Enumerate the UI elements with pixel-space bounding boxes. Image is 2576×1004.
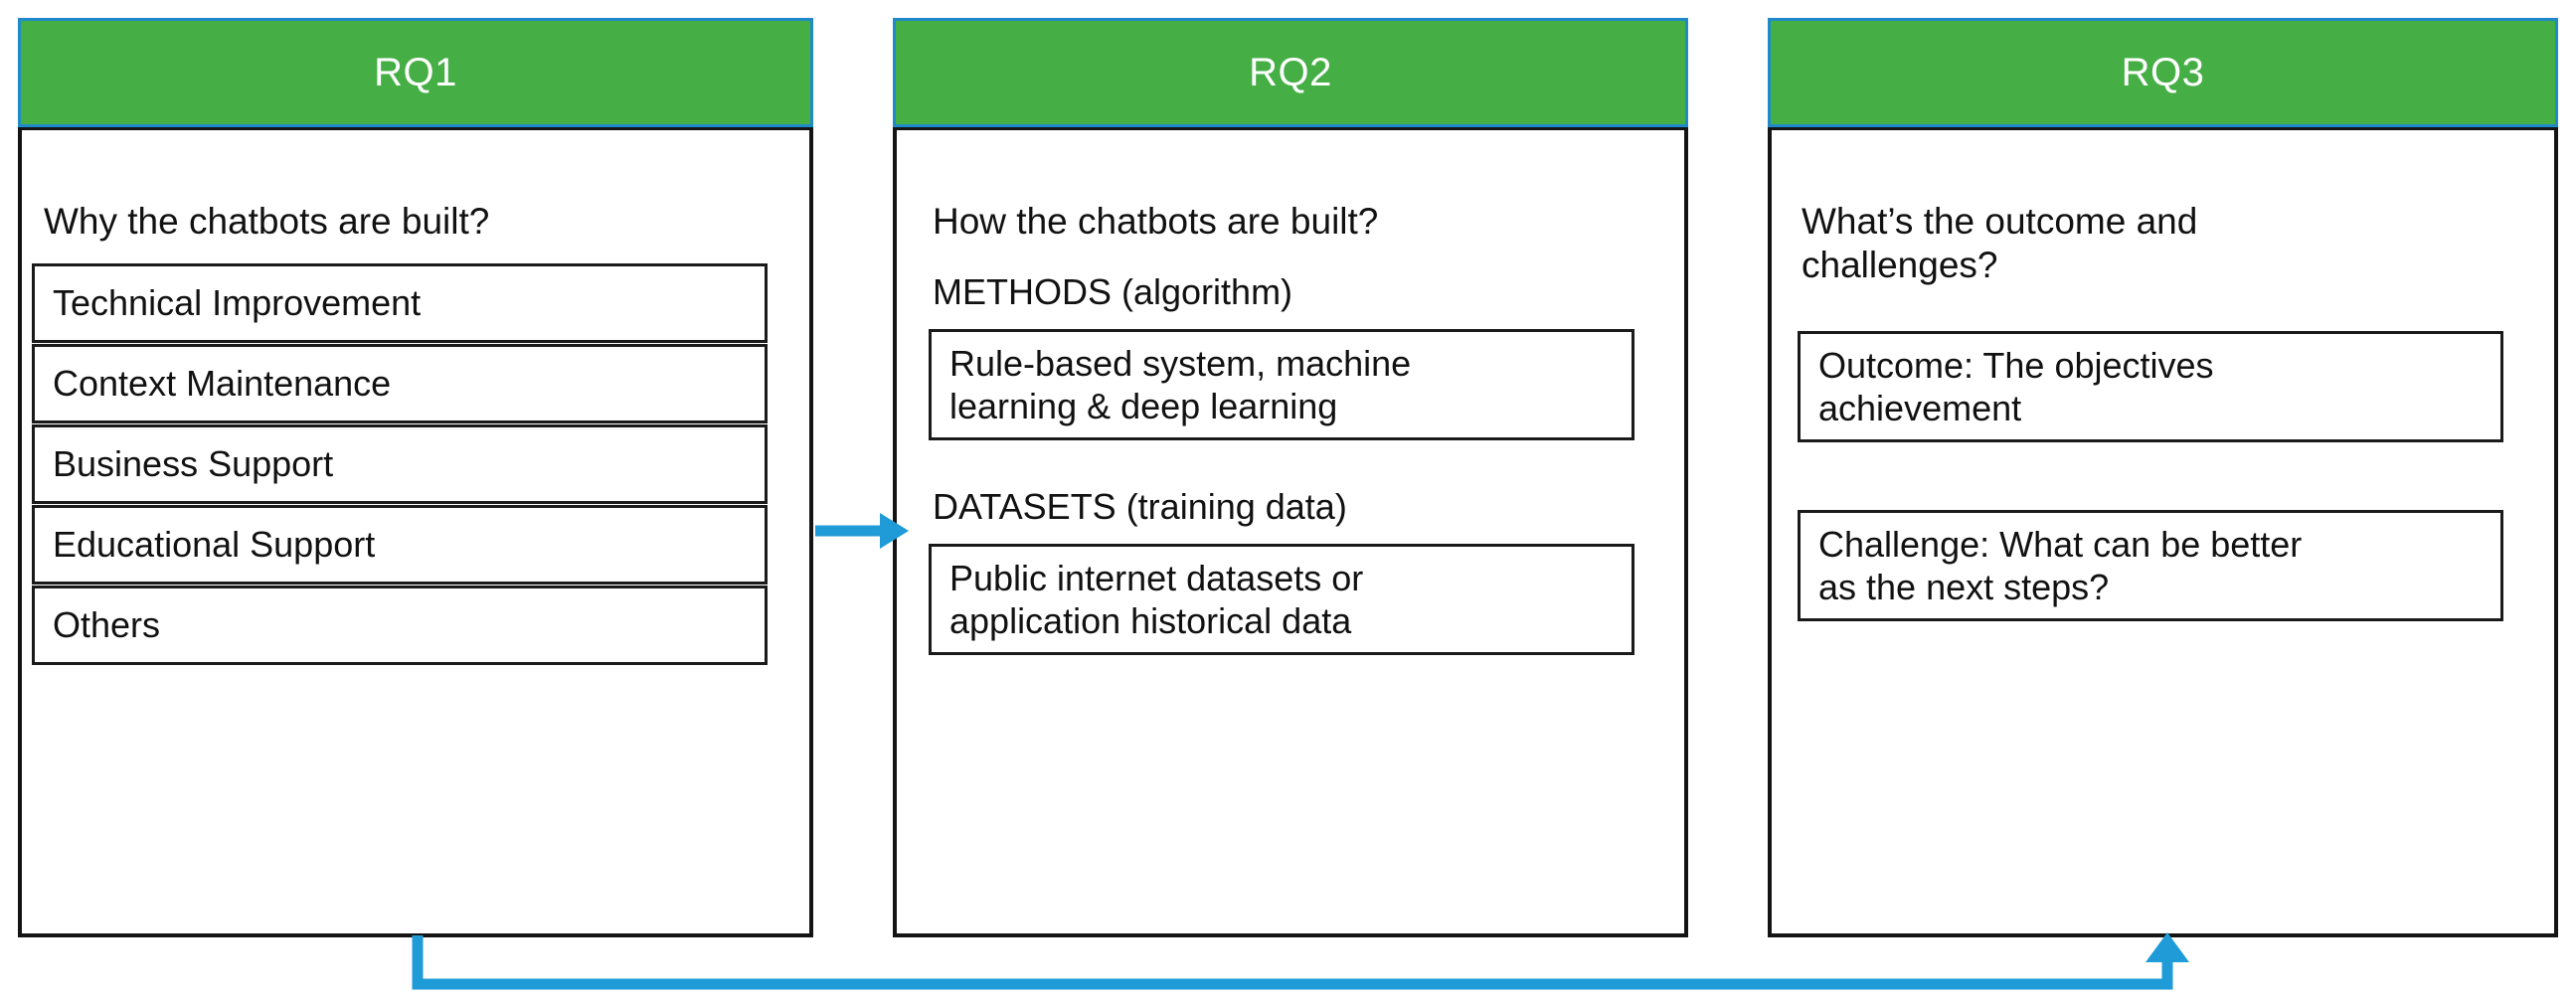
rq1-item-label: Educational Support bbox=[53, 524, 376, 566]
rq2-datasets-box[interactable]: Public internet datasets or application … bbox=[929, 544, 1634, 655]
rq1-item-label: Others bbox=[53, 604, 161, 646]
rq2-section-label-methods: METHODS (algorithm) bbox=[933, 271, 1293, 312]
column-rq3: RQ3 What’s the outcome and challenges? O… bbox=[1768, 18, 2558, 937]
rq1-item-box[interactable]: Business Support bbox=[32, 424, 768, 504]
rq2-datasets-text: Public internet datasets or application … bbox=[949, 557, 1364, 641]
column-rq2-header: RQ2 bbox=[893, 18, 1688, 127]
rq1-item-label: Business Support bbox=[53, 443, 334, 485]
column-rq2-header-label: RQ2 bbox=[1249, 51, 1332, 94]
column-rq3-question: What’s the outcome and challenges? bbox=[1802, 201, 2198, 285]
rq3-challenge-text: Challenge: What can be better as the nex… bbox=[1818, 523, 2303, 607]
rq1-item-box[interactable]: Technical Improvement bbox=[32, 263, 768, 343]
column-rq1: RQ1 Why the chatbots are built? Technica… bbox=[18, 18, 813, 937]
rq1-item-box[interactable]: Educational Support bbox=[32, 505, 768, 585]
column-rq1-question: Why the chatbots are built? bbox=[44, 201, 490, 242]
column-rq2: RQ2 How the chatbots are built? METHODS … bbox=[893, 18, 1688, 937]
column-rq3-header-label: RQ3 bbox=[2121, 51, 2205, 94]
arrow-rq1-to-rq3-feedback bbox=[412, 932, 2189, 990]
rq1-item-box[interactable]: Context Maintenance bbox=[32, 344, 768, 423]
rq2-methods-text: Rule-based system, machine learning & de… bbox=[949, 342, 1412, 426]
column-rq2-body: How the chatbots are built? METHODS (alg… bbox=[893, 127, 1688, 937]
column-rq3-body: What’s the outcome and challenges? Outco… bbox=[1768, 127, 2558, 937]
rq1-item-box[interactable]: Others bbox=[32, 586, 768, 665]
rq3-challenge-box[interactable]: Challenge: What can be better as the nex… bbox=[1798, 510, 2503, 621]
rq1-item-label: Technical Improvement bbox=[53, 282, 422, 324]
column-rq1-header: RQ1 bbox=[18, 18, 813, 127]
rq1-item-label: Context Maintenance bbox=[53, 363, 392, 405]
column-rq2-question: How the chatbots are built? bbox=[933, 201, 1379, 242]
rq3-outcome-text: Outcome: The objectives achievement bbox=[1818, 344, 2214, 428]
rq2-methods-box[interactable]: Rule-based system, machine learning & de… bbox=[929, 329, 1634, 440]
rq2-section-label-datasets: DATASETS (training data) bbox=[933, 486, 1347, 527]
rq3-outcome-box[interactable]: Outcome: The objectives achievement bbox=[1798, 331, 2503, 442]
column-rq1-body: Why the chatbots are built? Technical Im… bbox=[18, 127, 813, 937]
column-rq1-header-label: RQ1 bbox=[374, 51, 457, 94]
column-rq3-header: RQ3 bbox=[1768, 18, 2558, 127]
